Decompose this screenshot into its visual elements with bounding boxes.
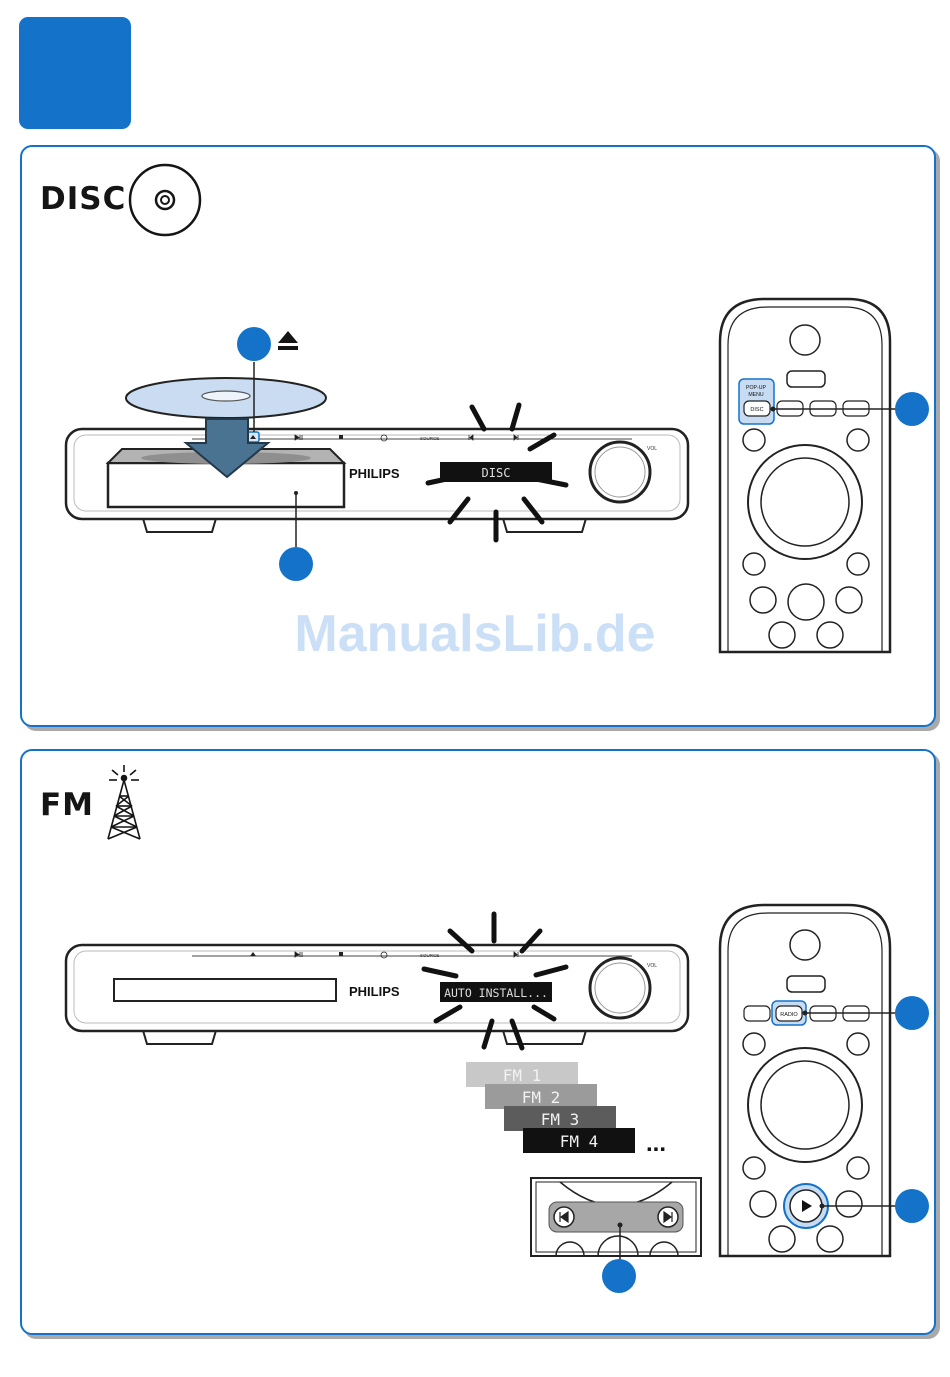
stop-button[interactable] — [339, 435, 343, 439]
remote-disc-label: DISC — [750, 407, 763, 413]
source-button-label: SOURCE — [420, 953, 439, 958]
preset-list — [466, 1062, 635, 1153]
disc-icon — [130, 165, 200, 235]
vol-label: VOL — [647, 446, 657, 452]
preset-label: FM 1 — [503, 1066, 542, 1085]
remote-control — [720, 905, 890, 1256]
preset-label: FM 4 — [560, 1132, 599, 1151]
front-display: AUTO INSTALL... — [444, 986, 548, 1000]
ellipsis: ... — [646, 1130, 666, 1157]
callout-marker — [895, 392, 929, 426]
brand-logo: PHILIPS — [349, 466, 400, 481]
front-display: DISC — [482, 466, 511, 480]
remote-zoom-inset — [531, 1178, 701, 1256]
callout-marker — [895, 1189, 929, 1223]
eject-icon — [278, 331, 298, 350]
popup-label-2: MENU — [748, 392, 764, 398]
fm-illustration: PHILIPS AUTO INSTALL... VOL SOURCE FM 1 … — [22, 751, 934, 1333]
source-button-label: SOURCE — [420, 436, 439, 441]
antenna-icon — [108, 765, 140, 839]
callout-marker — [279, 547, 313, 581]
disc-graphic — [126, 378, 326, 418]
disc-panel: DISC P — [20, 145, 936, 727]
remote-radio-label: RADIO — [780, 1012, 798, 1018]
popup-label-1: POP-UP — [746, 385, 766, 391]
callout-marker — [602, 1259, 636, 1293]
fm-panel: FM — [20, 749, 936, 1335]
preset-label: FM 3 — [541, 1110, 580, 1129]
brand-logo: PHILIPS — [349, 984, 400, 999]
callout-marker — [237, 327, 271, 361]
disc-illustration: PHILIPS DISC VOL SOURCE — [22, 147, 934, 725]
vol-label: VOL — [647, 963, 657, 969]
callout-marker — [895, 996, 929, 1030]
preset-label: FM 2 — [522, 1088, 561, 1107]
remote-control — [720, 299, 890, 652]
step-tab — [19, 17, 131, 129]
